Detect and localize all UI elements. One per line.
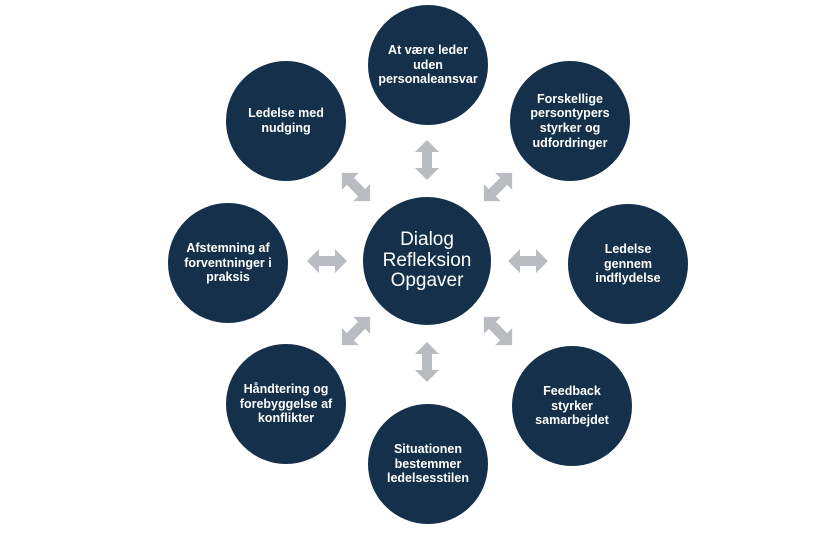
node-bottom-label: Situationen bestemmer ledelsesstilen	[387, 441, 469, 486]
arrow-bottom-right-icon	[475, 308, 521, 354]
node-bottom-left: Håndtering og forebyggelse af konflikter	[226, 344, 346, 464]
node-bottom-right: Feedback styrker samarbejdet	[512, 346, 632, 466]
node-bottom-left-label: Håndtering og forebyggelse af konflikter	[239, 381, 333, 426]
center-label: Dialog Refleksion Opgaver	[382, 228, 472, 292]
node-bottom: Situationen bestemmer ledelsesstilen	[368, 404, 488, 524]
arrow-bottom-icon	[415, 342, 439, 382]
arrow-top-right-icon	[475, 164, 521, 210]
center-circle: Dialog Refleksion Opgaver	[363, 197, 491, 325]
arrow-top-icon	[415, 140, 439, 180]
node-top-label: At være leder uden personaleansvar	[378, 42, 478, 87]
node-top-left: Ledelse med nudging	[226, 61, 346, 181]
node-right: Ledelse gennem indflydelse	[568, 204, 688, 324]
node-left: Afstemning af forventninger i praksis	[168, 203, 288, 323]
arrow-top-left-icon	[333, 164, 379, 210]
arrow-left-icon	[307, 249, 347, 273]
node-top: At være leder uden personaleansvar	[368, 5, 488, 125]
node-bottom-right-label: Feedback styrker samarbejdet	[535, 383, 609, 428]
node-left-label: Afstemning af forventninger i praksis	[184, 240, 272, 285]
node-top-right: Forskellige persontypers styrker og udfo…	[510, 61, 630, 181]
node-top-right-label: Forskellige persontypers styrker og udfo…	[530, 91, 610, 150]
arrow-right-icon	[508, 249, 548, 273]
arrow-bottom-left-icon	[333, 308, 379, 354]
node-top-left-label: Ledelse med nudging	[248, 106, 324, 135]
node-right-label: Ledelse gennem indflydelse	[595, 241, 661, 286]
